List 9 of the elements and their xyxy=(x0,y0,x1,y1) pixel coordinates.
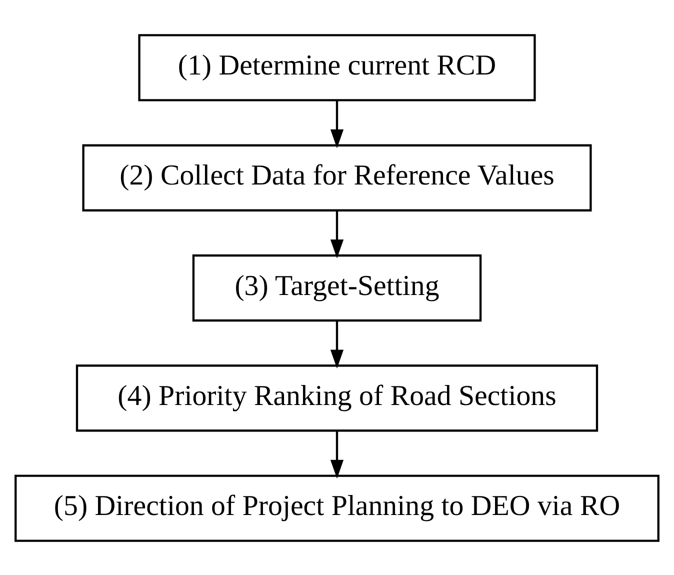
node-box: (1) Determine current RCD xyxy=(138,34,536,101)
arrow xyxy=(330,100,344,148)
node-box: (5) Direction of Project Planning to DEO via RO xyxy=(14,474,660,542)
arrow xyxy=(330,430,344,478)
node-box: (2) Collect Data for Reference Values xyxy=(82,144,592,211)
node-box: (4) Priority Ranking of Road Sections xyxy=(76,364,598,432)
arrow xyxy=(330,210,344,258)
node-box: (3) Target-Setting xyxy=(192,254,482,322)
arrow xyxy=(330,320,344,368)
